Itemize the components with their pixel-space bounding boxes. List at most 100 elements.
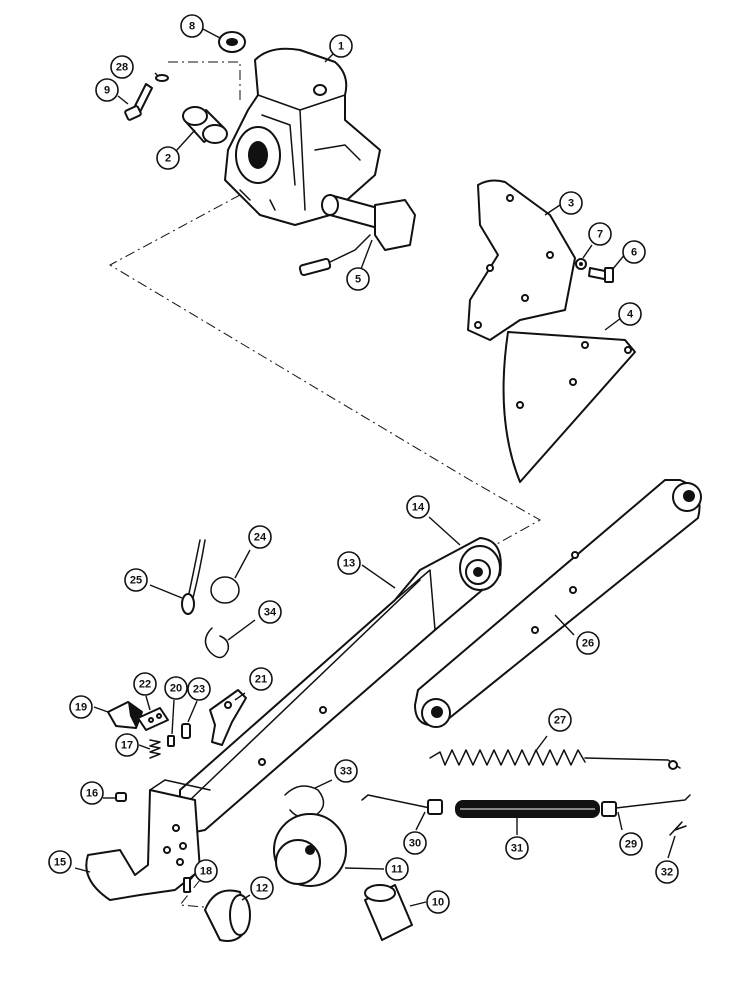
part-4-wedge (502, 331, 636, 483)
callout-circle (426, 890, 450, 914)
callout-circle (180, 14, 204, 38)
callout-circle (258, 600, 282, 624)
callout-number: 12 (256, 883, 268, 895)
construction-lines (108, 61, 542, 911)
callout-1: 1 (329, 34, 353, 58)
part-6-bolt (588, 267, 614, 283)
callout-circle (95, 78, 119, 102)
callout-6: 6 (622, 240, 646, 264)
part-1-bracket (224, 47, 381, 226)
callout-circle (80, 781, 104, 805)
callout-circle (619, 832, 643, 856)
part-33-clip (284, 785, 325, 819)
callout-circle (406, 495, 430, 519)
callout-number: 32 (661, 867, 673, 879)
callout-number: 23 (193, 684, 205, 696)
callout-circle (194, 859, 218, 883)
callout-2: 2 (156, 146, 180, 170)
callout-circle (248, 525, 272, 549)
callout-31: 31 (505, 836, 529, 860)
callout-15: 15 (48, 850, 72, 874)
part-24-ring (210, 576, 240, 604)
callout-32: 32 (655, 860, 679, 884)
callout-circle (622, 240, 646, 264)
callout-number: 26 (582, 638, 594, 650)
callout-number: 19 (75, 702, 87, 714)
callout-circle (249, 667, 273, 691)
part-15-hook (85, 779, 211, 901)
callout-number: 34 (264, 607, 277, 619)
callout-circle (250, 876, 274, 900)
callout-circle (124, 568, 148, 592)
callout-33: 33 (334, 759, 358, 783)
callout-circle (334, 759, 358, 783)
callout-circle (329, 34, 353, 58)
callout-24: 24 (248, 525, 272, 549)
callout-3: 3 (559, 191, 583, 215)
callout-number: 17 (121, 740, 133, 752)
callout-12: 12 (250, 876, 274, 900)
callout-number: 11 (391, 864, 403, 876)
callout-circle (403, 831, 427, 855)
part-21-latch (209, 689, 247, 746)
callout-21: 21 (249, 667, 273, 691)
callout-number: 16 (86, 788, 98, 800)
callout-9: 9 (95, 78, 119, 102)
callout-number: 24 (254, 532, 267, 544)
callout-circle (110, 55, 134, 79)
callout-number: 8 (189, 21, 195, 33)
callout-number: 10 (432, 897, 444, 909)
callout-13: 13 (337, 551, 361, 575)
callout-18: 18 (194, 859, 218, 883)
callout-circle (618, 302, 642, 326)
callout-25: 25 (124, 568, 148, 592)
callout-circle (187, 677, 211, 701)
callout-30: 30 (403, 831, 427, 855)
callout-circle (588, 222, 612, 246)
part-30-rod (361, 794, 443, 815)
callout-number: 20 (170, 683, 182, 695)
callout-28: 28 (110, 55, 134, 79)
callout-number: 6 (631, 247, 637, 259)
part-12-ball (204, 889, 251, 942)
part-7-washer (575, 258, 587, 270)
callout-number: 2 (165, 153, 171, 165)
part-22-plate (137, 707, 169, 731)
callout-number: 1 (338, 41, 344, 53)
callout-number: 3 (568, 198, 574, 210)
callout-circle (133, 672, 157, 696)
part-34-clip (204, 627, 230, 659)
part-27-spring (429, 749, 681, 770)
part-29-rod (601, 794, 691, 817)
callout-11: 11 (385, 857, 409, 881)
callout-circle (164, 676, 188, 700)
callout-34: 34 (258, 600, 282, 624)
callout-circle (505, 836, 529, 860)
callout-number: 29 (625, 839, 637, 851)
callout-circle (48, 850, 72, 874)
callout-number: 18 (200, 866, 212, 878)
callout-number: 31 (511, 843, 523, 855)
callout-4: 4 (618, 302, 642, 326)
callout-circle (346, 267, 370, 291)
part-3-plate (467, 179, 576, 341)
callout-5: 5 (346, 267, 370, 291)
callout-number: 4 (627, 309, 634, 321)
callout-16: 16 (80, 781, 104, 805)
callout-number: 21 (255, 674, 267, 686)
callout-number: 9 (104, 85, 110, 97)
callout-circle (337, 551, 361, 575)
callout-20: 20 (164, 676, 188, 700)
callout-8: 8 (180, 14, 204, 38)
callout-number: 30 (409, 838, 421, 850)
part-31-spring (455, 800, 600, 818)
callout-circle (156, 146, 180, 170)
callout-27: 27 (548, 708, 572, 732)
part-16-pin (115, 792, 127, 802)
part-25-cable (181, 539, 206, 615)
part-32-clip (669, 821, 687, 836)
callout-number: 15 (54, 857, 66, 869)
callout-10: 10 (426, 890, 450, 914)
